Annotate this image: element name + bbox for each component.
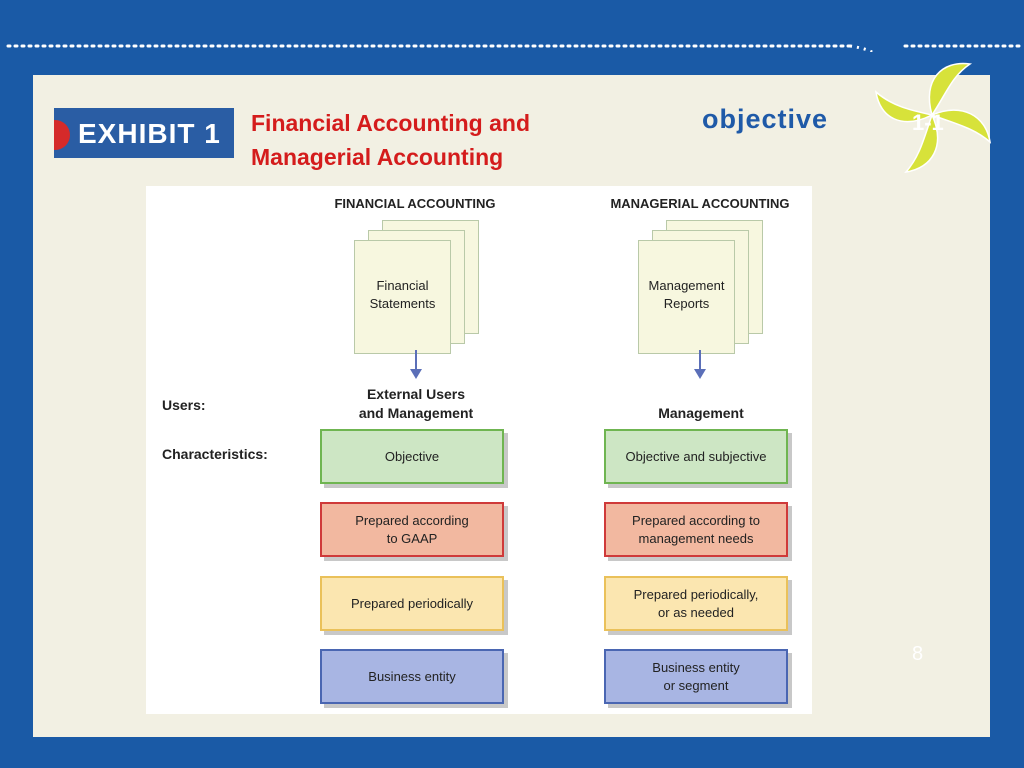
box-line: or segment	[663, 677, 729, 693]
financial-users: External Users and Management	[316, 385, 516, 423]
page-number: 8	[912, 643, 924, 665]
financial-doc-line-2: Statements	[369, 296, 436, 311]
pinwheel-logo-icon	[874, 62, 992, 174]
management-reports-doc	[638, 240, 735, 354]
financial-characteristic-objective: Objective	[320, 429, 504, 484]
managerial-arrow-head-icon	[694, 369, 706, 379]
slide-title: Financial Accounting and Managerial Acco…	[251, 106, 651, 174]
exhibit-label: EXHIBIT 1	[78, 118, 221, 149]
financial-characteristic-gaap: Prepared according to GAAP	[320, 502, 504, 557]
managerial-characteristic-management-needs: Prepared according to management needs	[604, 502, 788, 557]
box-line: Prepared periodically	[350, 595, 474, 611]
users-row-label: Users:	[162, 397, 206, 413]
box-line: management needs	[638, 530, 754, 546]
box-line: Prepared according to	[632, 512, 760, 528]
managerial-characteristic-entity-segment: Business entity or segment	[604, 649, 788, 704]
title-line-1: Financial Accounting and	[251, 110, 530, 136]
managerial-characteristic-objective-subjective: Objective and subjective	[604, 429, 788, 484]
exhibit-tab	[54, 120, 70, 150]
box-line: Business entity	[368, 668, 456, 684]
box-line: or as needed	[658, 604, 734, 620]
managerial-arrow-shaft	[699, 350, 701, 370]
managerial-accounting-heading: MANAGERIAL ACCOUNTING	[610, 196, 790, 211]
financial-characteristic-periodic: Prepared periodically	[320, 576, 504, 631]
financial-statements-doc	[354, 240, 451, 354]
box-line: Prepared according	[355, 512, 469, 528]
financial-arrow-head-icon	[410, 369, 422, 379]
objective-label: objective	[702, 104, 829, 134]
financial-doc-label: Financial Statements	[355, 277, 450, 313]
financial-accounting-heading: FINANCIAL ACCOUNTING	[334, 196, 496, 211]
frame-dotted-line	[6, 44, 1022, 52]
financial-users-line-1: External Users	[366, 386, 466, 402]
exhibit-badge: EXHIBIT 1	[54, 108, 234, 158]
box-line: Objective and subjective	[625, 448, 767, 464]
characteristics-row-label: Characteristics:	[162, 446, 268, 462]
objective-number: 1-1	[912, 110, 944, 135]
managerial-doc-line-2: Reports	[663, 296, 710, 311]
box-line: Business entity	[652, 659, 740, 675]
financial-users-line-2: and Management	[358, 405, 474, 421]
financial-arrow-shaft	[415, 350, 417, 370]
box-line: to GAAP	[386, 530, 438, 546]
managerial-users: Management	[658, 405, 744, 421]
managerial-doc-label: Management Reports	[639, 277, 734, 313]
title-line-2: Managerial Accounting	[251, 144, 504, 170]
box-line: Prepared periodically,	[633, 586, 759, 602]
managerial-doc-line-1: Management	[648, 278, 725, 293]
managerial-characteristic-periodic-as-needed: Prepared periodically, or as needed	[604, 576, 788, 631]
financial-characteristic-entity: Business entity	[320, 649, 504, 704]
box-line: Objective	[384, 448, 440, 464]
financial-doc-line-1: Financial	[376, 278, 429, 293]
